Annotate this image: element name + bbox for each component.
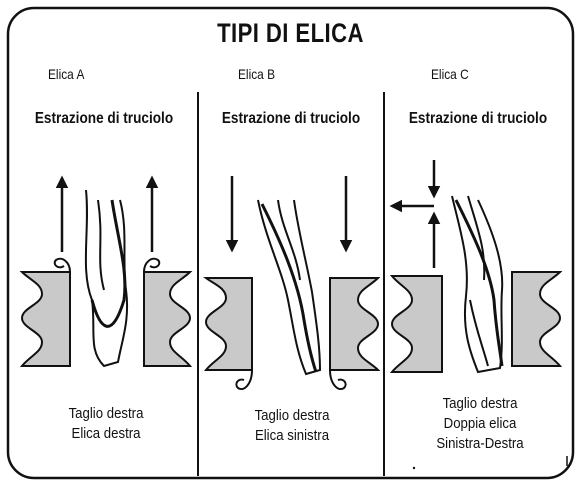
column-a-caption-line-1: Taglio destra — [68, 405, 144, 422]
workpiece-right-a — [143, 271, 193, 367]
drill-flute-a — [90, 199, 127, 328]
drill-flute-c — [454, 199, 504, 367]
drill-flute-c-3 — [469, 299, 489, 367]
drill-bit-a — [84, 189, 129, 368]
chip-curl-b-left — [235, 369, 253, 390]
column-a-heading: Estrazione di truciolo — [34, 110, 174, 127]
workpiece-left-b — [202, 277, 253, 371]
chip-curl-a-right — [143, 257, 161, 273]
outer-frame — [6, 6, 575, 480]
column-c-illustration — [389, 160, 563, 374]
column-c-caption: Taglio destra Doppia elica Sinistra-Dest… — [397, 394, 562, 454]
workpiece-right-c — [511, 271, 563, 367]
workpiece-left-a — [19, 271, 71, 367]
column-b-caption-line-1: Taglio destra — [254, 407, 330, 424]
column-b-heading: Estrazione di truciolo — [221, 110, 361, 127]
chip-curl-a-left — [53, 257, 71, 273]
drill-flute-b-2 — [277, 199, 301, 281]
drill-flute-b — [260, 203, 318, 373]
column-a-caption: Taglio destra Elica destra — [23, 404, 188, 444]
column-c-caption-line-3: Sinistra-Destra — [436, 435, 524, 452]
column-b-label: Elica B — [238, 66, 276, 82]
column-b-caption: Taglio destra Elica sinistra — [209, 406, 374, 446]
column-c-caption-line-1: Taglio destra — [442, 395, 518, 412]
column-b-caption-line-2: Elica sinistra — [254, 427, 330, 444]
diagram-title: TIPI DI ELICA — [217, 18, 364, 48]
workpiece-right-b — [329, 277, 381, 371]
column-c-caption-line-2: Doppia elica — [443, 415, 517, 432]
drill-bit-c — [451, 195, 504, 374]
column-c-label: Elica C — [431, 66, 469, 82]
column-a-label: Elica A — [48, 66, 85, 82]
workpiece-left-c — [389, 275, 443, 373]
column-b-illustration — [202, 176, 381, 390]
column-a-caption-line-2: Elica destra — [71, 425, 141, 442]
column-a-illustration — [19, 175, 193, 368]
dot-mark — [412, 466, 416, 470]
column-c-heading: Estrazione di truciolo — [408, 110, 548, 127]
drill-flute-a-2 — [97, 199, 105, 291]
chip-curl-b-right — [329, 369, 347, 390]
drill-flute-c-2 — [467, 195, 486, 281]
